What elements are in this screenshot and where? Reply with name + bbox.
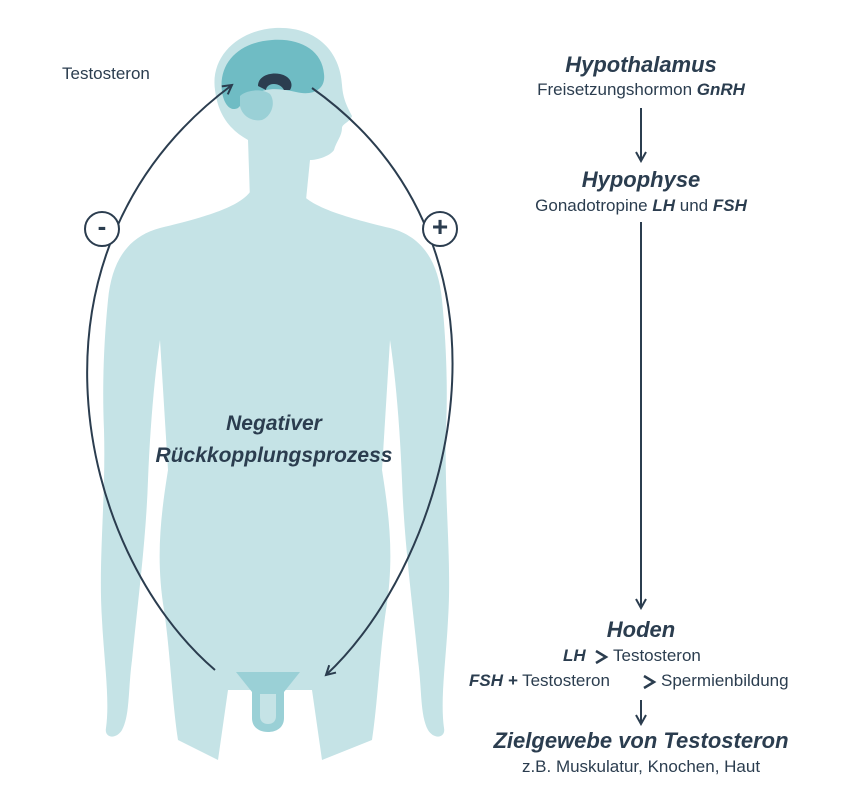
lh-label: LH <box>652 196 676 215</box>
und-label: und <box>675 196 713 215</box>
hoden-line2-right: Spermienbildung <box>661 671 789 690</box>
hoden-testosteron-label: Testosteron <box>517 671 610 690</box>
plus-circle <box>422 211 458 247</box>
torso-shape <box>100 192 450 760</box>
inline-arrow-lh <box>595 649 609 665</box>
minus-circle <box>84 211 120 247</box>
fsh-label: FSH <box>712 196 747 215</box>
negative-feedback-arc <box>86 85 232 671</box>
hypophyse-sub-prefix: Gonadotropine <box>535 196 653 215</box>
hoden-line1-left: LH <box>563 646 586 666</box>
minus-sign: - <box>97 211 107 241</box>
zielgewebe-sub: z.B. Muskulatur, Knochen, Haut <box>521 757 761 776</box>
plus-sign: + <box>431 211 449 242</box>
zielgewebe-title: Zielgewebe von Testosteron <box>493 728 789 753</box>
hoden-line2-left: FSH + Testosteron <box>469 671 610 691</box>
process-label-line1: Negativer <box>226 412 322 435</box>
hypophyse-sub: Gonadotropine LH und FSH <box>535 196 747 216</box>
testosteron-label: Testosteron <box>62 64 150 83</box>
brain <box>221 39 325 121</box>
hoden-title: Hoden <box>606 617 676 642</box>
hypophyse-title: Hypophyse <box>581 167 701 192</box>
gnrh-label: GnRH <box>696 80 745 99</box>
hoden-line1-right: Testosteron <box>613 646 701 665</box>
hoden-fsh-label: FSH + <box>469 671 518 690</box>
positive-feedback-arc <box>311 87 454 675</box>
hoden-lh-label: LH <box>563 646 586 665</box>
hypothalamus-sub: Freisetzungshormon GnRH <box>537 80 745 100</box>
brain-cerebellum <box>240 90 273 121</box>
process-label-line2: Rückkopplungsprozess <box>155 444 393 467</box>
inline-arrow-fsh <box>643 674 657 690</box>
genital-inner <box>260 694 276 724</box>
body-silhouette <box>100 27 450 760</box>
hypothalamus-sub-prefix: Freisetzungshormon <box>537 80 697 99</box>
hypothalamus-title: Hypothalamus <box>565 52 717 77</box>
hypothalamus-gland <box>258 73 292 90</box>
